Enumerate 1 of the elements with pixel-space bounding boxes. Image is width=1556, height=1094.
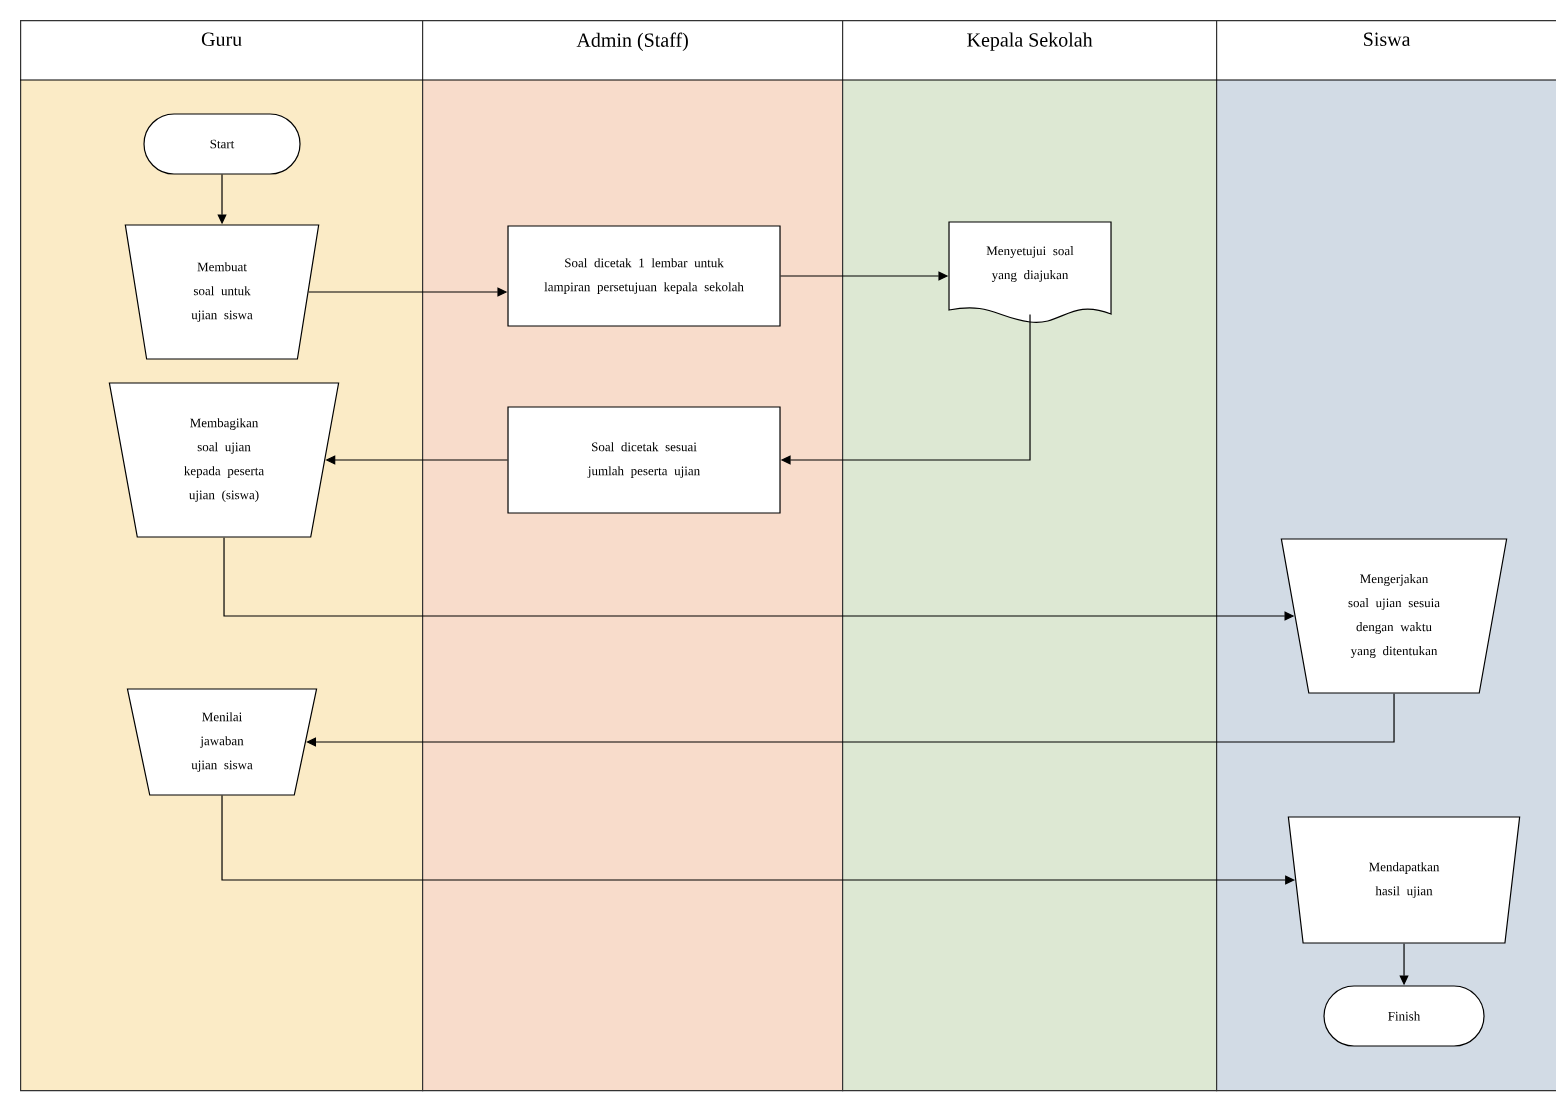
arrow: [306, 693, 1395, 747]
